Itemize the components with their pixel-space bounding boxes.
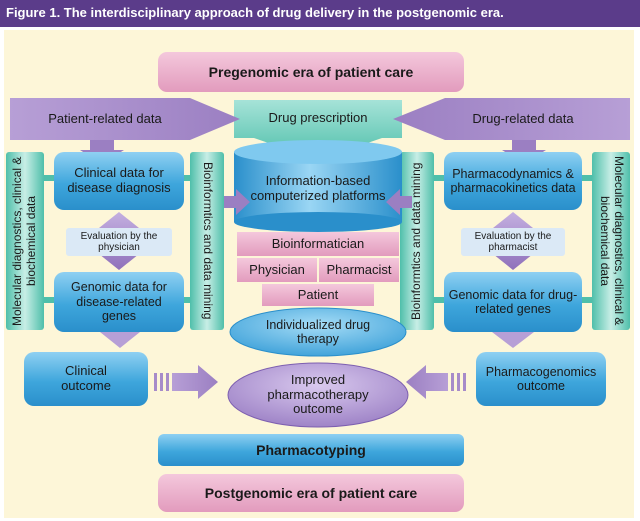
patient-data-label: Patient-related data	[48, 110, 162, 126]
pkpd-box	[444, 152, 582, 210]
clinical-data-box	[54, 152, 184, 210]
bio-left-arrow	[224, 189, 250, 215]
physician-label: Physician	[249, 261, 305, 277]
right-outcome-arrow	[492, 332, 534, 348]
right-connector	[434, 175, 592, 303]
left-connector	[44, 175, 190, 303]
physician-box	[237, 258, 317, 282]
individualized-ellipse	[229, 307, 407, 357]
genomic-disease-label: Genomic data for disease-related genes	[71, 280, 167, 324]
pregenomic-box	[158, 52, 464, 92]
mol-left-bar	[6, 152, 44, 330]
patient-data-arrow	[10, 98, 240, 140]
bioinformatician-box	[237, 232, 399, 256]
platform-cylinder-bottom	[234, 212, 402, 232]
bioinformatician-label: Bioinformatician	[271, 235, 365, 251]
right-stripes	[451, 373, 466, 391]
pgx-outcome-label: Pharmacogenomics outcome	[485, 364, 597, 393]
mol-right-label: Molecular diagnostics, clinical & bioche…	[598, 156, 626, 326]
pharmacotyping-box	[158, 434, 464, 466]
eval-pharmacist-box	[461, 228, 565, 256]
platform-label: Information-based computerized platforms	[250, 173, 386, 203]
right-improve-arrow	[406, 365, 448, 399]
improved-outcome-label: Improved pharmacotherapy outcome	[267, 371, 369, 417]
eval-physician-label: Evaluation by the physician	[80, 230, 158, 254]
drug-data-label: Drug-related data	[472, 110, 574, 126]
clinical-outcome-label: Clinical outcome	[61, 363, 111, 393]
pharmacotyping-label: Pharmacotyping	[256, 441, 366, 458]
eval-physician-box	[66, 228, 172, 256]
prescription-label: Drug prescription	[268, 109, 368, 125]
bio-right-label: Bioinformtics and data mining	[409, 162, 424, 320]
eval-pharmacist-label: Evaluation by the pharmacist	[474, 230, 552, 254]
pkpd-label: Pharmacodynamics & pharmacokinetics data	[450, 166, 576, 195]
genomic-drug-box	[444, 272, 582, 332]
pgx-outcome-box	[476, 352, 606, 406]
postgenomic-box	[158, 474, 464, 512]
genomic-disease-box	[54, 272, 184, 332]
improved-ellipse	[227, 362, 409, 428]
genomic-drug-label: Genomic data for drug-related genes	[448, 287, 578, 316]
individualized-label: Individualized drug therapy	[265, 317, 371, 346]
patient-label: Patient	[297, 286, 339, 302]
patient-box	[262, 284, 374, 306]
pregenomic-label: Pregenomic era of patient care	[208, 63, 414, 80]
bio-left-bar	[190, 152, 224, 330]
mol-left-label: Molecular diagnostics, clinical & bioche…	[10, 156, 38, 326]
left-improve-arrow	[172, 365, 218, 399]
left-stripes	[154, 373, 169, 391]
figure-title: Figure 1. The interdisciplinary approach…	[6, 5, 504, 20]
platform-cylinder-top	[234, 140, 402, 164]
pharmacist-box	[319, 258, 399, 282]
mol-right-bar	[592, 152, 630, 330]
left-outcome-arrow	[100, 332, 140, 348]
pharmacist-label: Pharmacist	[326, 261, 392, 277]
figure-header: Figure 1. The interdisciplinary approach…	[0, 0, 640, 27]
bio-left-label: Bioinformtics and data mining	[200, 162, 215, 320]
clinical-data-label: Clinical data for disease diagnosis	[67, 165, 171, 195]
drug-data-arrow	[393, 98, 630, 140]
bio-right-arrow	[386, 189, 412, 215]
postgenomic-label: Postgenomic era of patient care	[204, 484, 418, 501]
clinical-outcome-box	[24, 352, 148, 406]
